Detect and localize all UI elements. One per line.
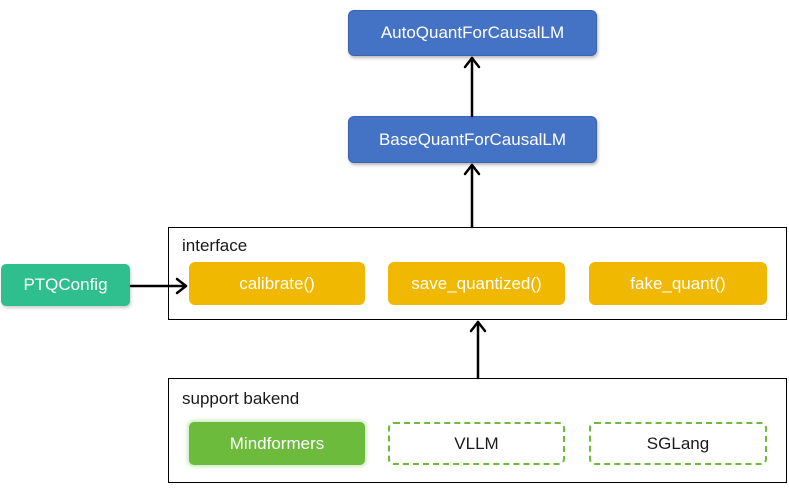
arrowhead-interface-to-base	[463, 163, 481, 176]
arrowhead-backend-to-interface	[469, 320, 487, 333]
save-quantized-method: save_quantized()	[388, 262, 565, 305]
interface-title: interface	[182, 236, 248, 255]
calibrate-method: calibrate()	[189, 262, 365, 305]
sglang-backend: SGLang	[589, 422, 767, 465]
auto-quant-node: AutoQuantForCausalLM	[348, 10, 597, 56]
fake-quant-method: fake_quant()	[589, 262, 767, 305]
base-quant-node: BaseQuantForCausalLM	[348, 116, 597, 163]
arrowhead-ptq-to-calibrate	[175, 277, 188, 295]
ptq-config-node: PTQConfig	[1, 264, 130, 306]
mindformers-backend: Mindformers	[189, 422, 365, 465]
vllm-backend: VLLM	[388, 422, 565, 465]
support-backend-title: support bakend	[182, 389, 300, 408]
arrowhead-base-to-auto	[463, 56, 481, 69]
